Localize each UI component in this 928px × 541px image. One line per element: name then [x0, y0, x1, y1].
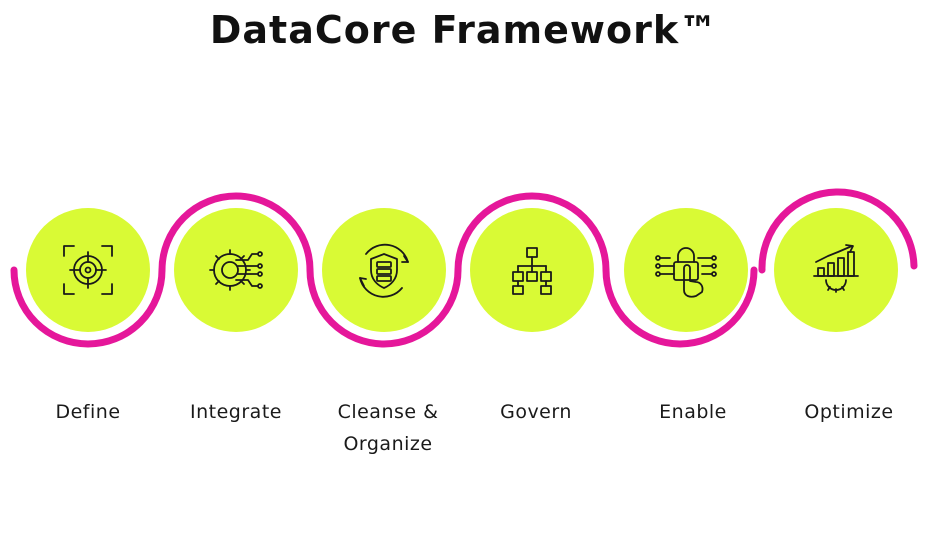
step-label-optimize: Optimize: [804, 401, 894, 423]
step-label-cleanse-organize: Cleanse & Organize: [337, 401, 439, 455]
arc-integrate-top: [158, 192, 314, 274]
circle-integrate: [174, 208, 298, 332]
growth-chart-gear-icon: [813, 244, 859, 293]
arc-define-bottom: [10, 266, 166, 348]
connector-arcs: [10, 188, 918, 348]
arc-optimize-top: [758, 188, 918, 274]
arc-govern-top: [454, 192, 610, 274]
target-focus-icon: [63, 245, 113, 295]
arc-cleanse-bottom: [306, 266, 462, 348]
lock-circuit-hand-icon: [655, 247, 717, 298]
page-title: DataCore Framework™: [209, 8, 719, 52]
step-label-enable: Enable: [659, 401, 727, 423]
circle-optimize: [774, 208, 898, 332]
arc-enable-bottom: [602, 266, 758, 348]
circle-enable: [624, 208, 748, 332]
circle-define: [26, 208, 150, 332]
step-label-integrate: Integrate: [190, 401, 282, 423]
gear-circuit-icon: [209, 249, 263, 291]
step-label-define: Define: [55, 401, 121, 423]
step-label-govern: Govern: [500, 401, 572, 423]
database-shield-icon: [359, 243, 409, 298]
hierarchy-icon: [512, 247, 552, 295]
circle-cleanse: [322, 208, 446, 332]
step-circles: [26, 208, 898, 332]
